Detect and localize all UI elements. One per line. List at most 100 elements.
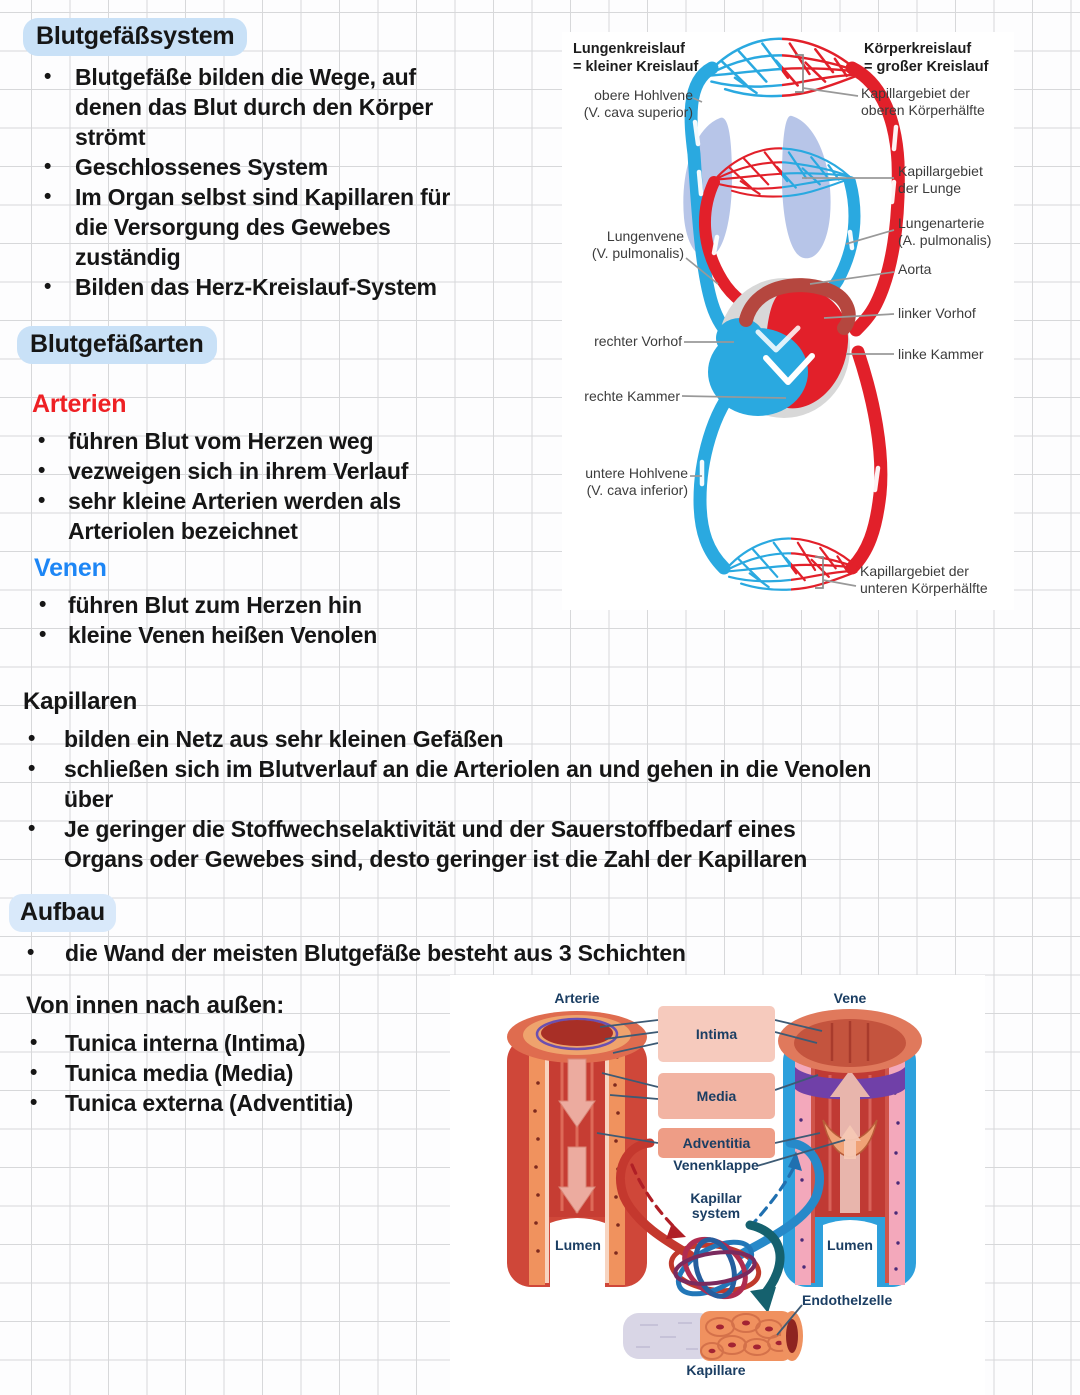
section-kapillaren: Kapillaren bilden ein Netz aus sehr klei… bbox=[23, 686, 1053, 874]
title-koerperkreislauf: Körperkreislauf = großer Kreislauf bbox=[864, 40, 989, 76]
note-line: Geschlossenes System bbox=[75, 154, 328, 180]
label-vene: Vene bbox=[833, 990, 867, 1006]
list-item: Tunica externa (Adventitia) bbox=[30, 1088, 456, 1118]
note-line: Tunica externa (Adventitia) bbox=[65, 1090, 354, 1116]
title-line: Lungenkreislauf bbox=[573, 41, 685, 57]
list-item: kleine Venen heißen Venolen bbox=[39, 620, 504, 650]
note-line: Im Organ selbst sind Kapillaren für bbox=[75, 184, 451, 210]
capillary-tube bbox=[623, 1311, 803, 1361]
label-venenklappe: Venenklappe bbox=[673, 1157, 759, 1173]
label-linker-vorhof: linker Vorhof bbox=[898, 305, 976, 321]
layer-label: Media bbox=[696, 1088, 737, 1104]
label-kapillare: Kapillare bbox=[686, 1362, 746, 1378]
label-endothelzelle: Endothelzelle bbox=[802, 1292, 893, 1308]
vessel-artwork bbox=[507, 1009, 922, 1361]
note-line: über bbox=[64, 786, 114, 812]
layer-box-adventitia: Adventitia bbox=[658, 1128, 775, 1158]
list-item: vezweigen sich in ihrem Verlauf bbox=[38, 456, 502, 486]
layer-box-intima: Intima bbox=[658, 1006, 775, 1062]
section-blutgefaesssystem: Blutgefäßsystem Blutgefäße bilden die We… bbox=[23, 18, 506, 302]
vessel-wall-diagram: Arterie Vene Intima Media Adventitia Ven… bbox=[450, 975, 985, 1395]
pointer-arrowhead bbox=[750, 1287, 776, 1313]
note-line: Tunica media (Media) bbox=[65, 1060, 294, 1086]
label-untere-hohlvene: untere Hohlvene (V. cava inferior) bbox=[585, 465, 688, 498]
label-lumen-left: Lumen bbox=[555, 1237, 601, 1253]
layer-label: Intima bbox=[695, 1026, 738, 1042]
label-kapillarsystem: Kapillar system bbox=[690, 1190, 742, 1221]
capillary-mesh-upper-body bbox=[704, 37, 860, 98]
bullet-list: führen Blut vom Herzen weg vezweigen sic… bbox=[32, 426, 502, 546]
note-line: bilden ein Netz aus sehr kleinen Gefäßen bbox=[64, 726, 504, 752]
note-line: sehr kleine Arterien werden als bbox=[68, 488, 401, 514]
layer-label: Adventitia bbox=[682, 1135, 751, 1151]
label-obere-hohlvene: obere Hohlvene (V. cava superior) bbox=[583, 87, 693, 120]
list-item: Geschlossenes System bbox=[44, 152, 506, 182]
label-aorta: Aorta bbox=[898, 261, 932, 277]
note-line: die Wand der meisten Blutgefäße besteht … bbox=[65, 940, 686, 966]
heart-shape bbox=[708, 278, 856, 418]
list-item: Blutgefäße bilden die Wege, auf denen da… bbox=[44, 62, 506, 152]
note-line: Je geringer die Stoffwechselaktivität un… bbox=[64, 816, 796, 842]
list-item: Bilden das Herz-Kreislauf-System bbox=[44, 272, 506, 302]
section-venen: Venen führen Blut zum Herzen hin kleine … bbox=[34, 552, 504, 650]
section-arterien: Arterien führen Blut vom Herzen weg vezw… bbox=[32, 388, 502, 546]
label-lungenarterie: Lungenarterie (A. pulmonalis) bbox=[898, 215, 992, 248]
note-line: Blutgefäße bilden die Wege, auf bbox=[75, 64, 416, 90]
capillary-tangle bbox=[668, 1236, 762, 1300]
note-line: führen Blut vom Herzen weg bbox=[68, 428, 374, 454]
leader-lines bbox=[596, 1019, 846, 1336]
section-title-arterien: Arterien bbox=[32, 390, 127, 418]
section-blutgefaessarten: Blutgefäßarten bbox=[17, 326, 217, 364]
vessel-highlights bbox=[692, 119, 899, 493]
list-item: schließen sich im Blutverlauf an die Art… bbox=[28, 754, 1053, 814]
section-title-highlighted: Blutgefäßsystem bbox=[23, 18, 248, 56]
circulation-artwork bbox=[681, 37, 905, 591]
title-line: = großer Kreislauf bbox=[864, 59, 989, 75]
section-title-venen: Venen bbox=[34, 554, 107, 582]
label-kapillargebiet-oben: Kapillargebiet der oberen Körperhälfte bbox=[861, 85, 985, 118]
label-rechte-kammer: rechte Kammer bbox=[584, 388, 680, 404]
label-lungenvene: Lungenvene (V. pulmonalis) bbox=[591, 228, 684, 261]
list-item: die Wand der meisten Blutgefäße besteht … bbox=[27, 938, 1050, 968]
section-schichten: Von innen nach außen: Tunica interna (In… bbox=[26, 990, 456, 1118]
layer-box-media: Media bbox=[658, 1073, 775, 1119]
list-item: Tunica media (Media) bbox=[30, 1058, 456, 1088]
note-line: führen Blut zum Herzen hin bbox=[68, 592, 362, 618]
note-line: die Versorgung des Gewebes bbox=[75, 214, 391, 240]
note-line: strömt bbox=[75, 124, 146, 150]
flow-arrowhead-blue bbox=[788, 1151, 802, 1171]
note-line: vezweigen sich in ihrem Verlauf bbox=[68, 458, 409, 484]
arteriole-venule-hooks bbox=[615, 1138, 825, 1260]
label-linke-kammer: linke Kammer bbox=[898, 346, 984, 362]
artery-cutaway bbox=[507, 1011, 647, 1289]
label-kapillargebiet-lunge: Kapillargebiet der Lunge bbox=[898, 163, 983, 196]
label-arterie: Arterie bbox=[554, 990, 600, 1006]
section-title-kapillaren: Kapillaren bbox=[23, 688, 138, 715]
note-line: kleine Venen heißen Venolen bbox=[68, 622, 378, 648]
note-line: schließen sich im Blutverlauf an die Art… bbox=[64, 756, 872, 782]
bullet-list: Blutgefäße bilden die Wege, auf denen da… bbox=[36, 62, 506, 302]
circulation-diagram: Lungenkreislauf = kleiner Kreislauf Körp… bbox=[562, 32, 1014, 610]
leader-lines bbox=[681, 54, 895, 589]
section-title-highlighted: Blutgefäßarten bbox=[17, 326, 217, 364]
label-lumen-right: Lumen bbox=[827, 1237, 873, 1253]
list-item: sehr kleine Arterien werden als Arteriol… bbox=[38, 486, 502, 546]
note-line: zuständig bbox=[75, 244, 181, 270]
bullet-list: bilden ein Netz aus sehr kleinen Gefäßen… bbox=[23, 724, 1053, 874]
list-item: Je geringer die Stoffwechselaktivität un… bbox=[28, 814, 1053, 874]
flow-arrowhead-red bbox=[666, 1223, 686, 1239]
bullet-list: Tunica interna (Intima) Tunica media (Me… bbox=[26, 1028, 456, 1118]
list-item: führen Blut zum Herzen hin bbox=[39, 590, 504, 620]
label-rechter-vorhof: rechter Vorhof bbox=[594, 333, 682, 349]
list-item: führen Blut vom Herzen weg bbox=[38, 426, 502, 456]
list-item: Tunica interna (Intima) bbox=[30, 1028, 456, 1058]
list-item: Im Organ selbst sind Kapillaren für die … bbox=[44, 182, 506, 272]
pointer-arrow bbox=[745, 1220, 785, 1302]
section-aufbau: Aufbau die Wand der meisten Blutgefäße b… bbox=[9, 894, 1050, 968]
note-line: Bilden das Herz-Kreislauf-System bbox=[75, 274, 437, 300]
note-line: Tunica interna (Intima) bbox=[65, 1030, 306, 1056]
note-line: Organs oder Gewebes sind, desto geringer… bbox=[64, 846, 808, 872]
title-lungenkreislauf: Lungenkreislauf = kleiner Kreislauf bbox=[573, 40, 698, 76]
bullet-list: führen Blut zum Herzen hin kleine Venen … bbox=[34, 590, 504, 650]
